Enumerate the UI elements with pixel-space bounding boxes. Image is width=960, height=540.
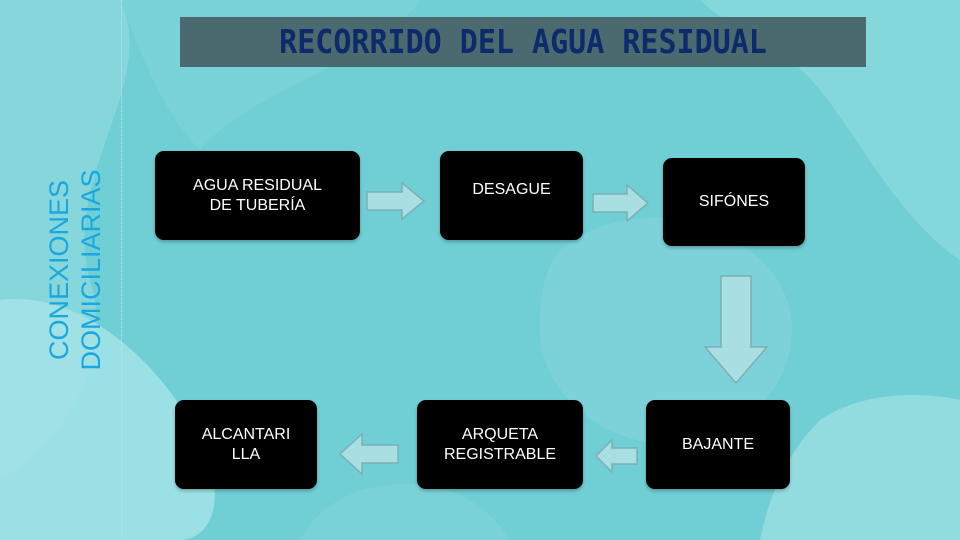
flow-step-box: DESAGUE: [440, 151, 583, 240]
side-title: CONEXIONES DOMICILIARIAS: [40, 150, 110, 390]
flow-step-label: ALCANTARI LLA: [201, 425, 291, 463]
flow-step-box: BAJANTE: [646, 400, 790, 489]
flow-step-label: AGUA RESIDUAL DE TUBERÍA: [193, 176, 322, 214]
flow-step-label: SIFÓNES: [698, 193, 770, 210]
arrow-left-icon: [338, 432, 399, 476]
arrow-right-icon: [592, 183, 650, 223]
arrow-left-icon: [594, 438, 638, 474]
flow-step-label: ARQUETA REGISTRABLE: [443, 425, 557, 463]
flow-step-box: AGUA RESIDUAL DE TUBERÍA: [155, 151, 360, 240]
flow-step-box: ALCANTARI LLA: [175, 400, 317, 489]
vertical-divider: [121, 0, 122, 540]
flow-step-box: SIFÓNES: [663, 158, 805, 246]
flow-step-label: DESAGUE: [472, 180, 551, 198]
flow-step-label: BAJANTE: [681, 435, 754, 453]
arrow-right-icon: [366, 181, 426, 221]
title-bar: RECORRIDO DEL AGUA RESIDUAL: [180, 17, 866, 67]
flow-step-box: ARQUETA REGISTRABLE: [417, 400, 583, 489]
side-title-text: CONEXIONES DOMICILIARIAS: [44, 169, 106, 371]
arrow-down-icon: [703, 275, 769, 385]
page-title: RECORRIDO DEL AGUA RESIDUAL: [279, 22, 767, 62]
